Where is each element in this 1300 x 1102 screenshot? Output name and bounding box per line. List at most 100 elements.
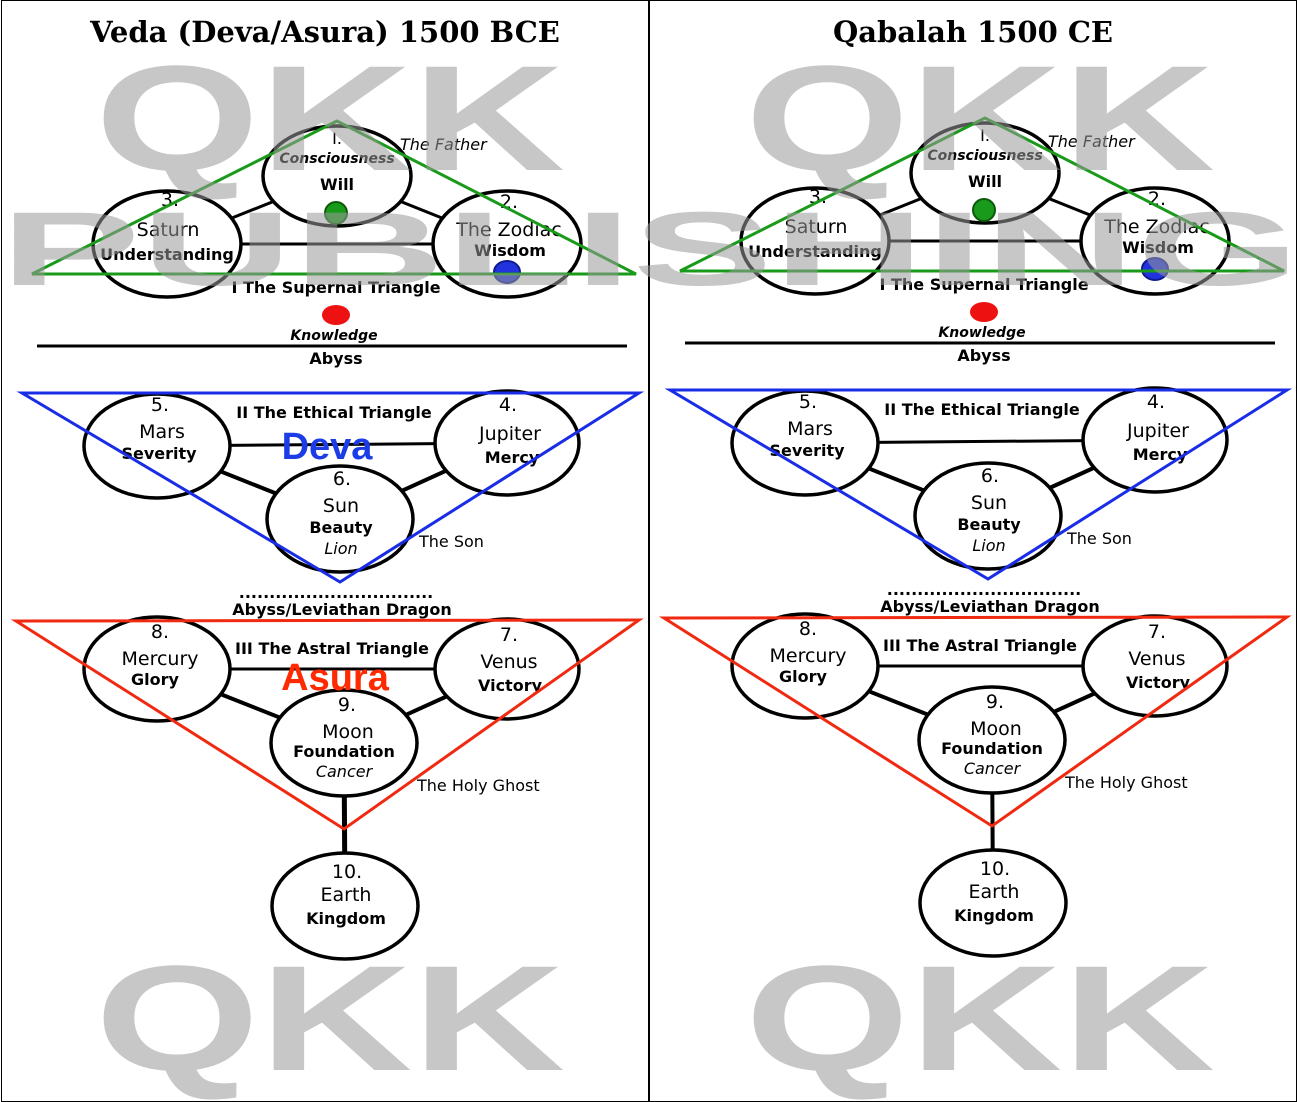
sephira-10 (918, 848, 1068, 958)
sephira-number: 6. (981, 465, 999, 487)
sephira-symbol: Lion (972, 536, 1005, 555)
sephira-9 (917, 685, 1067, 795)
sephira-4 (1081, 386, 1229, 494)
sephira-planet: Mercury (121, 648, 198, 670)
label-dragon: Abyss/Leviathan Dragon (880, 597, 1100, 616)
sephira-8 (82, 615, 232, 723)
sephira-number: 4. (499, 394, 517, 416)
sephira-planet: Jupiter (478, 423, 541, 445)
label-abyss: Abyss (309, 349, 362, 368)
supernal-triangle (31, 119, 637, 276)
sephira-planet: Sun (323, 495, 359, 517)
sephira-virtue: Victory (1126, 673, 1191, 692)
label-the-father: The Father (400, 135, 488, 154)
sephira-number: 10. (980, 858, 1010, 880)
sephira-1 (909, 121, 1061, 225)
label-knowledge: Knowledge (938, 325, 1025, 341)
label-supernal-triangle: I The Supernal Triangle (879, 275, 1088, 294)
sephira-number: 10. (332, 861, 362, 883)
label-the-father: The Father (1048, 132, 1136, 151)
sephira-virtue: Glory (779, 667, 828, 686)
sephira-planet: Earth (969, 881, 1020, 903)
sephira-virtue: Will (320, 175, 354, 194)
sephira-planet: Saturn (137, 219, 200, 241)
sephira-virtue: Glory (131, 670, 180, 689)
sephira-number: 9. (338, 694, 356, 716)
sephira-virtue: Understanding (748, 242, 882, 261)
sephira-virtue: Victory (478, 676, 543, 695)
sephira-10 (270, 851, 420, 961)
knowledge-dot (970, 302, 998, 322)
knowledge-dot (322, 305, 350, 325)
ethical-triangle (16, 391, 645, 584)
sephira-virtue: Severity (769, 441, 845, 460)
sephira-planet: The Zodiac (1103, 216, 1209, 238)
label-astral-triangle: III The Astral Triangle (883, 636, 1077, 655)
will-dot (972, 198, 996, 222)
label-ethical-triangle: II The Ethical Triangle (236, 403, 432, 422)
sephira-number: 8. (151, 621, 169, 643)
label-the-holy-ghost: The Holy Ghost (1064, 773, 1188, 792)
sephira-virtue: Severity (121, 444, 197, 463)
label-ethical-triangle: II The Ethical Triangle (884, 400, 1080, 419)
sephira-number: 4. (1147, 391, 1165, 413)
sephira-virtue: Will (968, 172, 1002, 191)
sephira-planet: Earth (321, 884, 372, 906)
label-dragon: Abyss/Leviathan Dragon (232, 600, 452, 619)
sephira-9 (269, 688, 419, 798)
sephira-planet: Jupiter (1126, 420, 1189, 442)
panel-title: Veda (Deva/Asura) 1500 BCE (90, 15, 560, 49)
sephira-planet: The Zodiac (455, 219, 561, 241)
label-the-son: The Son (1066, 529, 1132, 548)
label-the-holy-ghost: The Holy Ghost (416, 776, 540, 795)
label-dragon-dots: ................................ (239, 583, 434, 602)
sephira-virtue: Wisdom (1122, 238, 1194, 257)
asura-label: Asura (281, 657, 390, 699)
sephira-8 (730, 612, 880, 720)
sephira-virtue: Foundation (293, 742, 395, 761)
will-dot (324, 201, 348, 225)
label-knowledge: Knowledge (290, 328, 377, 344)
sephira-number: 8. (799, 618, 817, 640)
astral-triangle (658, 615, 1292, 828)
sephira-virtue: Foundation (941, 739, 1043, 758)
sephira-virtue: Beauty (309, 518, 373, 537)
sephira-virtue: Wisdom (474, 241, 546, 260)
sephira-planet: Venus (1128, 648, 1185, 670)
label-dragon-dots: ................................ (887, 580, 1082, 599)
sephira-virtue: Kingdom (306, 909, 386, 928)
label-astral-triangle: III The Astral Triangle (235, 639, 429, 658)
sephira-planet: Mars (787, 418, 833, 440)
sephira-6 (913, 461, 1063, 571)
sephira-4 (433, 389, 581, 497)
sephira-attribute: Consciousness (927, 148, 1042, 164)
wisdom-dot (1141, 257, 1169, 281)
sephira-planet: Saturn (785, 216, 848, 238)
sephira-planet: Sun (971, 492, 1007, 514)
sephira-planet: Mercury (769, 645, 846, 667)
sephira-virtue: Mercy (485, 448, 540, 467)
sephira-virtue: Understanding (100, 245, 234, 264)
sephira-number: I. (332, 129, 342, 148)
sephira-6 (265, 464, 415, 574)
sephira-2 (431, 189, 583, 299)
deva-label: Deva (282, 426, 374, 468)
sephira-virtue: Beauty (957, 515, 1021, 534)
ethical-triangle (664, 388, 1293, 581)
label-supernal-triangle: I The Supernal Triangle (231, 278, 440, 297)
sephira-symbol: Cancer (316, 762, 374, 781)
sephira-number: 6. (333, 468, 351, 490)
sephira-number: 5. (799, 391, 817, 413)
astral-triangle (10, 618, 644, 831)
veda-panel: Veda (Deva/Asura) 1500 BCE I. Consciousne… (1, 0, 649, 1102)
sephira-planet: Moon (970, 718, 1022, 740)
sephira-1 (261, 124, 413, 228)
sephira-attribute: Consciousness (279, 151, 394, 167)
supernal-triangle (679, 116, 1285, 273)
sephira-2 (1079, 186, 1231, 296)
sephira-number: 5. (151, 394, 169, 416)
label-the-son: The Son (418, 532, 484, 551)
